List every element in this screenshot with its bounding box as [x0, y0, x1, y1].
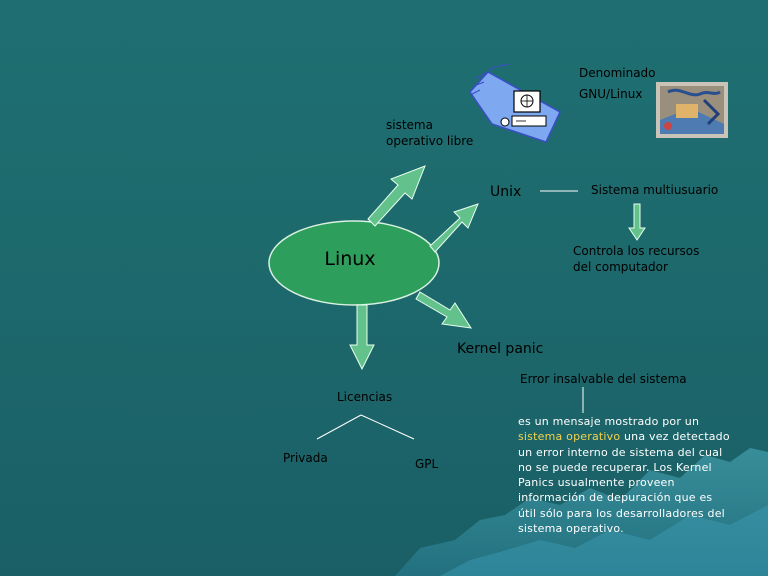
error-label: Error insalvable del sistema: [520, 372, 687, 386]
controla-label: Controla los recursos del computador: [573, 243, 699, 275]
licencias-branch-left: [316, 414, 362, 440]
denominado-label: Denominado GNU/Linux: [579, 63, 656, 105]
sistema-operativo-link[interactable]: sistema operativo: [518, 430, 621, 444]
mountain-decoration: [395, 448, 768, 576]
licencias-branch-right: [360, 414, 415, 440]
description-part2: una vez detectado un error interno de si…: [518, 430, 730, 536]
controla-line1: Controla los recursos: [573, 244, 700, 258]
mountain-decoration-front: [440, 505, 768, 576]
controla-line2: del computador: [573, 260, 668, 274]
gnu-clipart-icon: [656, 82, 728, 138]
privada-label: Privada: [283, 451, 328, 465]
arrow-multiusuario-to-controla: [628, 203, 646, 241]
sistema-libre-line1: sistema: [386, 118, 433, 132]
licencias-label: Licencias: [337, 390, 393, 404]
description-part1: es un mensaje mostrado por un: [518, 415, 700, 428]
computer-clipart-icon: [469, 63, 561, 143]
kernel-panic-label: Kernel panic: [457, 341, 544, 357]
denominado-line1: Denominado: [579, 66, 656, 80]
arrow-to-licencias: [349, 304, 375, 371]
gpl-label: GPL: [415, 457, 439, 471]
linux-oval: [268, 220, 440, 306]
sistema-libre-line2: operativo libre: [386, 134, 474, 148]
arrow-to-kernel-panic: [415, 291, 473, 329]
kernel-panic-description: es un mensaje mostrado por un sistema op…: [518, 414, 733, 536]
linux-center-label: Linux: [324, 248, 376, 270]
arrow-to-unix: [429, 203, 479, 253]
arrow-to-sistema-libre: [367, 165, 426, 227]
multiusuario-label: Sistema multiusuario: [591, 183, 719, 197]
sistema-libre-label: sistema operativo libre: [386, 117, 473, 149]
denominado-line2: GNU/Linux: [579, 87, 643, 101]
unix-label: Unix: [490, 184, 522, 200]
